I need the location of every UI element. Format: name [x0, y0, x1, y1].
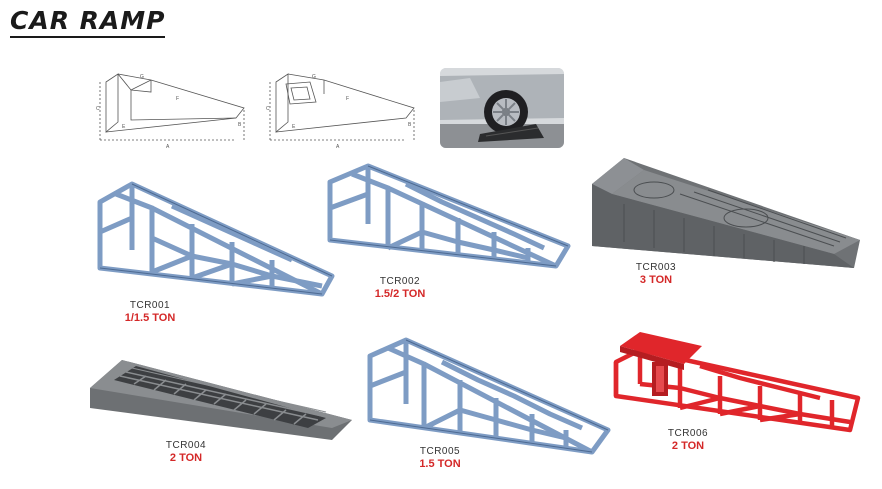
product-code: TCR003 [635, 262, 677, 273]
product-label-tcr006: TCR006 2 TON [658, 428, 718, 452]
product-capacity: 1/1.5 TON [124, 312, 176, 324]
svg-text:G: G [140, 74, 144, 80]
svg-text:E: E [122, 124, 126, 130]
ramp-image-tcr003 [592, 158, 860, 268]
ramp-image-tcr006 [613, 332, 861, 433]
car-on-ramp-photo [440, 68, 564, 148]
product-label-tcr005: TCR005 1.5 TON [410, 446, 470, 470]
ramp-image-tcr004 [90, 360, 352, 440]
product-capacity: 1.5/2 TON [374, 288, 426, 300]
svg-text:E: E [292, 124, 296, 130]
product-capacity: 3 TON [639, 274, 673, 286]
product-code: TCR004 [165, 440, 207, 451]
product-capacity: 2 TON [671, 440, 705, 452]
svg-text:C: C [96, 106, 100, 112]
svg-text:F: F [176, 96, 179, 102]
product-code: TCR006 [667, 428, 709, 439]
svg-text:A: A [166, 144, 170, 150]
ramp-image-tcr001 [97, 181, 335, 297]
svg-text:B: B [408, 122, 412, 128]
svg-text:B: B [238, 122, 242, 128]
svg-text:C: C [266, 106, 270, 112]
product-code: TCR005 [419, 446, 461, 457]
ramp-image-tcr005 [367, 337, 611, 455]
product-label-tcr004: TCR004 2 TON [156, 440, 216, 464]
product-code: TCR002 [379, 276, 421, 287]
svg-text:G: G [312, 74, 316, 80]
page-title: CAR RAMP [10, 6, 166, 38]
product-label-tcr001: TCR001 1/1.5 TON [120, 300, 180, 324]
svg-text:A: A [336, 144, 340, 150]
product-capacity: 2 TON [169, 452, 203, 464]
svg-text:F: F [346, 96, 349, 102]
ramp-image-tcr002 [327, 163, 571, 269]
dimension-drawing-closed-ramp: A C G F E B [266, 73, 415, 150]
product-capacity: 1.5 TON [419, 458, 461, 470]
product-label-tcr002: TCR002 1.5/2 TON [366, 276, 434, 300]
dimension-drawing-open-ramp: A C G F E B [96, 73, 245, 150]
product-code: TCR001 [129, 300, 171, 311]
product-label-tcr003: TCR003 3 TON [626, 262, 686, 286]
